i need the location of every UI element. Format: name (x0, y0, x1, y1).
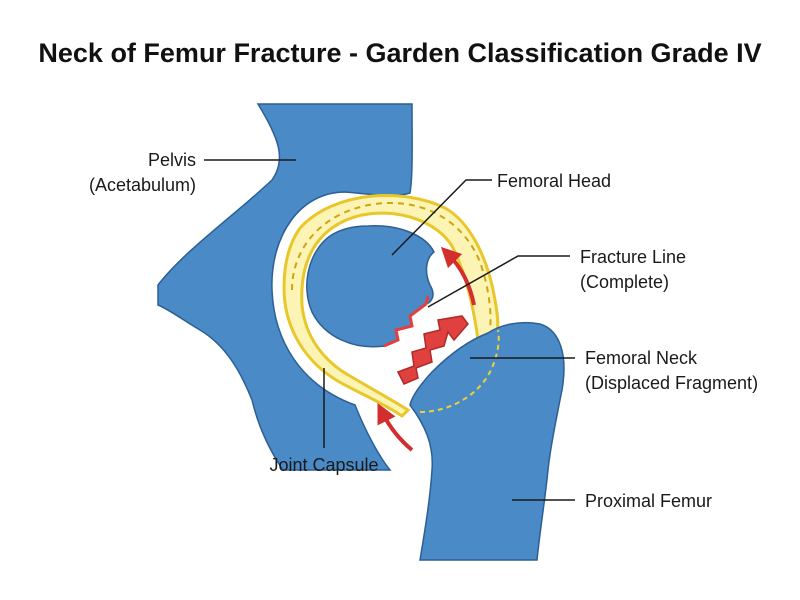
leader-fracture-line (427, 255, 570, 308)
label-femoral-neck-line1: Femoral Neck (585, 348, 698, 368)
pelvis-bone (157, 103, 413, 471)
displaced-neck-fragment (396, 315, 469, 385)
label-joint-capsule: Joint Capsule (269, 455, 378, 475)
femoral-head-bone (306, 225, 435, 348)
label-pelvis-line2: (Acetabulum) (89, 175, 196, 195)
leader-femoral-head (391, 179, 492, 256)
fracture-edge-head (383, 295, 430, 348)
label-pelvis-line1: Pelvis (148, 150, 196, 170)
capsule-dashed-line (291, 202, 492, 331)
label-proximal-femur: Proximal Femur (585, 491, 712, 511)
label-femoral-head: Femoral Head (497, 171, 611, 191)
displacement-arrow-upper (440, 246, 476, 306)
joint-capsule (282, 193, 500, 418)
diagram-title: Neck of Femur Fracture - Garden Classifi… (38, 38, 761, 68)
femoral-neck-outline (419, 329, 500, 413)
label-fracture-line-line2: (Complete) (580, 272, 669, 292)
displacement-arrow-lower (377, 403, 414, 452)
label-fracture-line-line1: Fracture Line (580, 247, 686, 267)
label-femoral-neck-line2: (Displaced Fragment) (585, 373, 758, 393)
